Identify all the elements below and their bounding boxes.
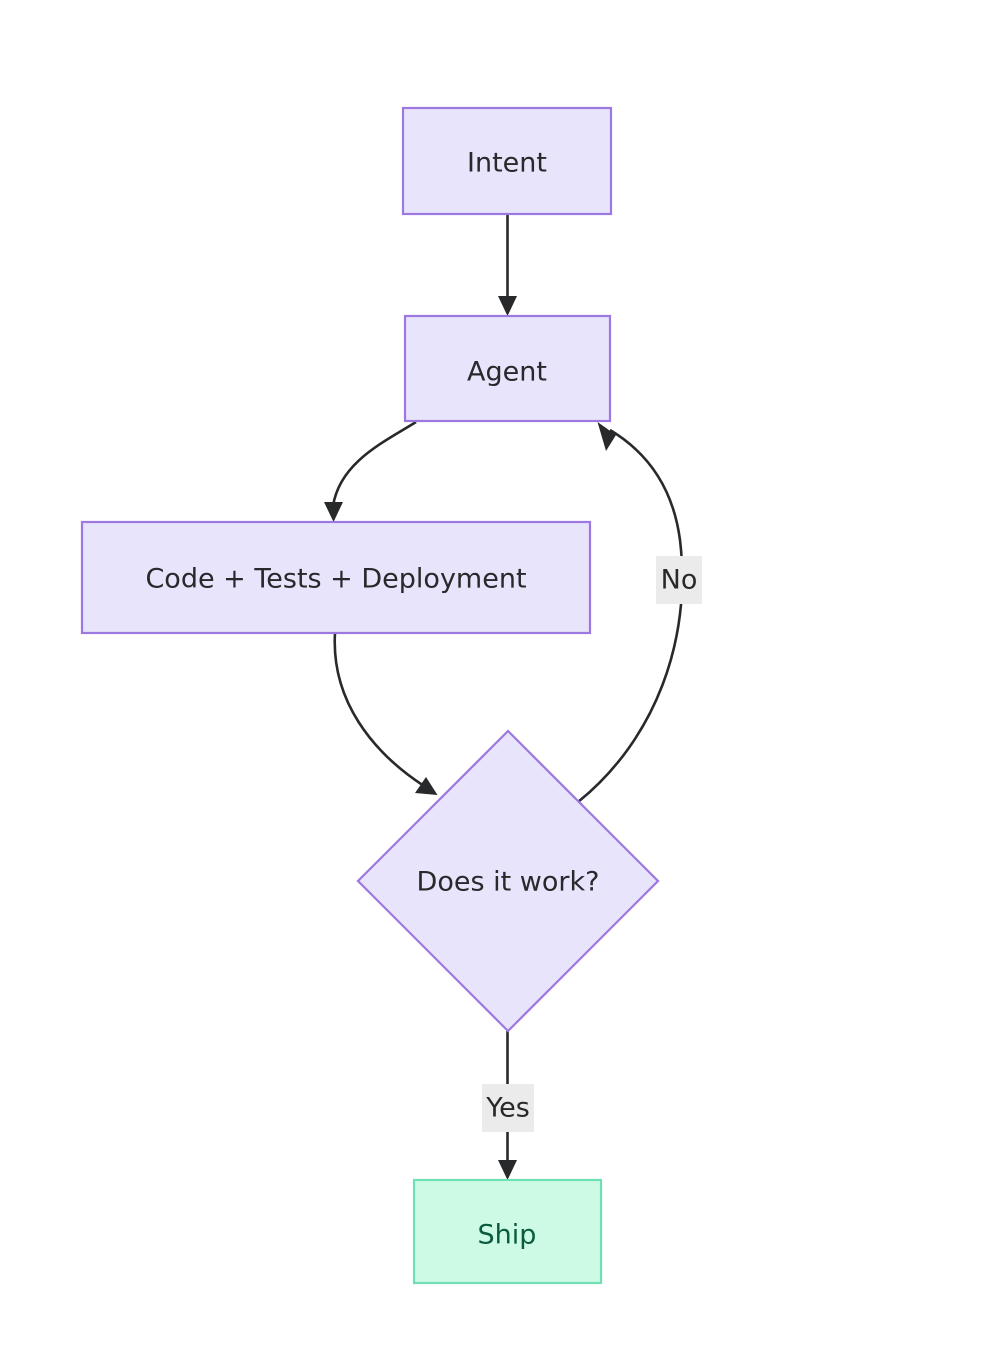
edge-work-to-decision <box>333 632 438 795</box>
edge-path-agent-work <box>331 420 417 507</box>
node-intent[interactable]: Intent <box>401 106 613 216</box>
node-intent-label: Intent <box>467 148 547 179</box>
node-agent-label: Agent <box>467 357 547 388</box>
arrow-head-decision-agent <box>597 422 616 451</box>
node-code-tests-deployment-shape[interactable] <box>80 520 592 635</box>
node-agent-shape[interactable] <box>403 314 612 423</box>
edge-label-yes-background <box>482 1084 534 1132</box>
edge-label-no-background <box>656 556 702 604</box>
node-intent-shape[interactable] <box>401 106 613 216</box>
edge-path-decision-agent <box>577 428 684 804</box>
edge-agent-to-work <box>324 420 417 522</box>
node-ship-label: Ship <box>478 1220 537 1251</box>
edge-label-yes: Yes <box>482 1084 534 1132</box>
edge-label-yes-text: Yes <box>485 1093 530 1124</box>
arrow-head-intent-agent <box>498 296 517 316</box>
node-does-it-work[interactable]: Does it work? <box>356 729 660 1033</box>
node-does-it-work-label: Does it work? <box>417 867 600 898</box>
node-does-it-work-shape[interactable] <box>356 729 660 1033</box>
arrow-head-work-decision <box>415 777 438 795</box>
edge-label-no-text: No <box>661 565 698 596</box>
node-code-tests-deployment-label: Code + Tests + Deployment <box>145 564 526 595</box>
edge-label-no: No <box>656 556 702 604</box>
node-code-tests-deployment[interactable]: Code + Tests + Deployment <box>80 520 592 635</box>
node-ship-shape[interactable] <box>412 1178 603 1285</box>
arrow-head-agent-work <box>324 502 343 522</box>
edge-decision-to-agent-no <box>577 422 684 804</box>
edge-path-work-decision <box>333 632 425 788</box>
arrow-head-decision-ship <box>498 1160 517 1180</box>
edge-intent-to-agent <box>498 214 517 316</box>
node-agent[interactable]: Agent <box>403 314 612 423</box>
node-ship[interactable]: Ship <box>412 1178 603 1285</box>
